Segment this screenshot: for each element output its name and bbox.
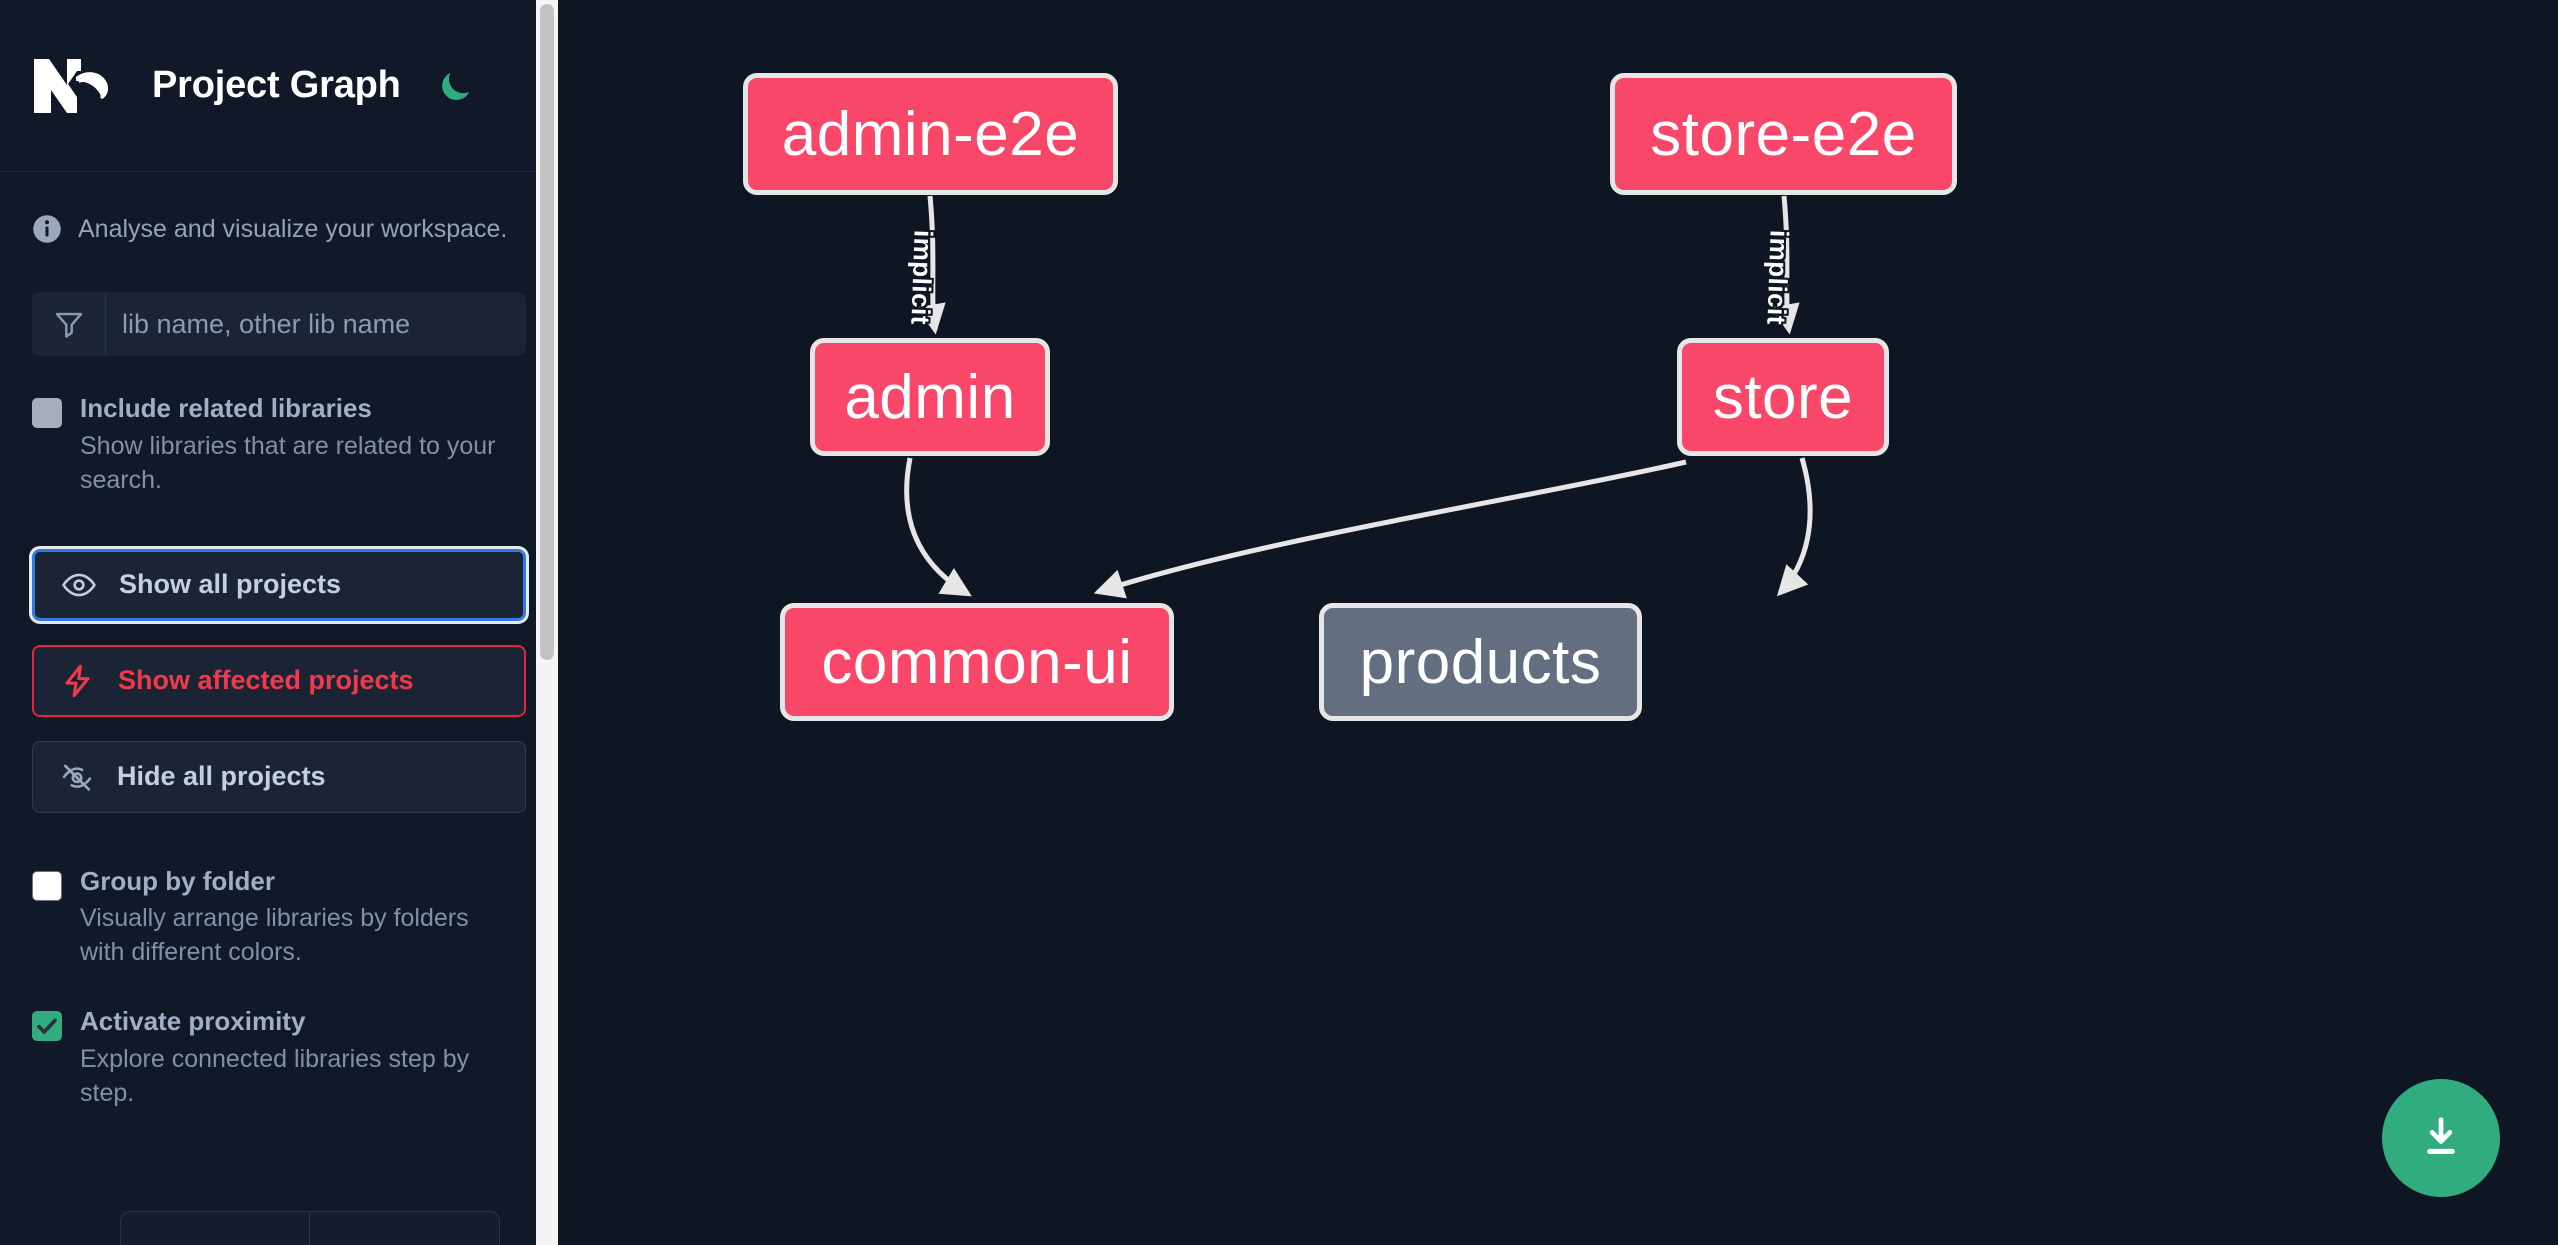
show-all-projects-button[interactable]: Show all projects (32, 548, 526, 621)
graph-node-products-label: products (1359, 627, 1602, 697)
sidebar-body: Analyse and visualize your workspace. In… (0, 172, 558, 1245)
sidebar-scrollbar-thumb[interactable] (540, 4, 554, 660)
activate-proximity-label: Activate proximity (80, 1006, 306, 1036)
graph-node-products[interactable]: products (1319, 603, 1642, 721)
group-by-folder-label: Group by folder (80, 865, 275, 896)
checkbox-row-include-related-libraries[interactable]: Include related libraries Show libraries… (0, 392, 558, 497)
sidebar-scrollbar-track[interactable] (536, 0, 558, 1245)
include-related-libraries-description: Show libraries that are related to your … (80, 431, 496, 494)
group-by-folder-description: Visually arrange libraries by folders wi… (80, 904, 469, 966)
activate-proximity-checkbox[interactable] (32, 1011, 62, 1041)
edge-store-products (1776, 457, 1813, 597)
edge-store-e2e-store (1770, 195, 1800, 335)
graph-node-store[interactable]: store (1677, 338, 1889, 456)
nx-logo-icon (34, 58, 109, 113)
sidebar: Project Graph Analyse and visualize your… (0, 0, 558, 1245)
info-icon (33, 215, 61, 243)
filter-icon (32, 292, 106, 356)
edge-admin-common-ui (904, 457, 972, 597)
graph-node-store-e2e-label: store-e2e (1650, 99, 1917, 169)
proximity-stepper-panel[interactable] (120, 1211, 500, 1245)
graph-node-admin[interactable]: admin (810, 338, 1050, 456)
show-affected-projects-button[interactable]: Show affected projects (32, 644, 526, 717)
include-related-libraries-label: Include related libraries (80, 393, 372, 423)
include-related-libraries-checkbox[interactable] (32, 398, 62, 428)
search-input[interactable] (106, 292, 526, 356)
show-all-projects-label: Show all projects (119, 569, 342, 599)
graph-node-admin-e2e-label: admin-e2e (781, 99, 1080, 169)
moon-icon (441, 72, 469, 100)
theme-toggle-button[interactable] (431, 62, 479, 110)
graph-node-common-ui[interactable]: common-ui (780, 603, 1174, 721)
workspace-info: Analyse and visualize your workspace. (0, 172, 558, 244)
edge-admin-e2e-admin (916, 195, 946, 335)
page-title: Project Graph (152, 64, 401, 106)
download-icon (2427, 1117, 2455, 1155)
eye-off-icon (59, 759, 95, 795)
project-visibility-buttons: Show all projects Show affected projects (32, 548, 526, 813)
checkbox-row-activate-proximity[interactable]: Activate proximity Explore connected lib… (0, 1005, 558, 1110)
search-bar[interactable] (32, 292, 526, 356)
graph-node-store-e2e[interactable]: store-e2e (1610, 73, 1957, 195)
graph-edges-layer (904, 195, 1813, 599)
lightning-icon (60, 663, 96, 699)
workspace-info-text: Analyse and visualize your workspace. (78, 214, 508, 243)
proximity-decrease-button[interactable] (121, 1212, 310, 1245)
hide-all-projects-label: Hide all projects (117, 761, 326, 791)
edge-label-admin-e2e-admin: implicit (905, 229, 939, 326)
group-by-folder-checkbox[interactable] (32, 870, 62, 901)
graph-node-admin-e2e[interactable]: admin-e2e (743, 73, 1118, 195)
edge-store-common-ui (1093, 459, 1687, 599)
show-affected-projects-label: Show affected projects (118, 665, 414, 695)
proximity-increase-button[interactable] (310, 1212, 499, 1245)
edge-label-store-e2e-store: implicit (1761, 229, 1795, 326)
hide-all-projects-button[interactable]: Hide all projects (32, 740, 526, 813)
download-graph-button[interactable] (2382, 1079, 2500, 1197)
graph-node-admin-label: admin (844, 362, 1016, 432)
activate-proximity-description: Explore connected libraries step by step… (80, 1044, 470, 1107)
graph-canvas[interactable]: admin-e2e store-e2e admin store common-u… (558, 0, 2558, 1245)
eye-icon (61, 567, 97, 603)
graph-node-store-label: store (1712, 362, 1854, 432)
graph-node-common-ui-label: common-ui (821, 627, 1133, 697)
sidebar-header: Project Graph (0, 0, 558, 172)
checkbox-row-group-by-folder[interactable]: Group by folder Visually arrange librari… (0, 865, 558, 970)
